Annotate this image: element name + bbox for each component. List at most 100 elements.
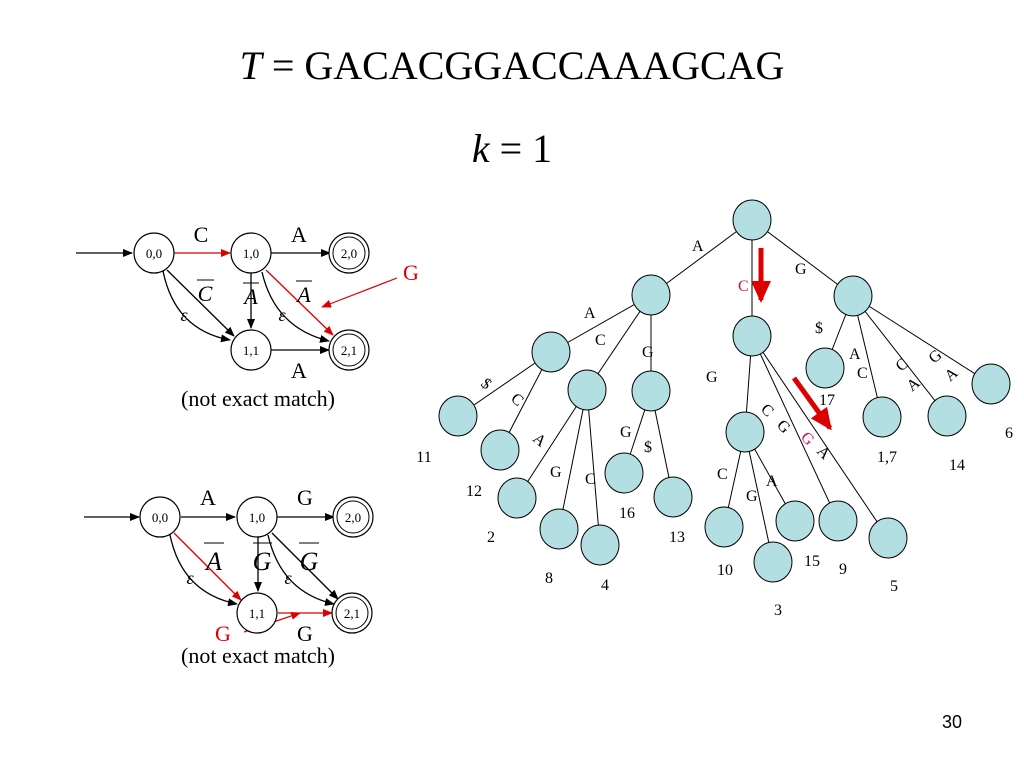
edge-label: A <box>584 305 596 322</box>
tree-leaf <box>971 363 1011 405</box>
edge-label: ε <box>278 305 286 325</box>
tree-node <box>631 274 671 316</box>
edge-label: A <box>766 473 778 490</box>
tree-leaf <box>868 517 908 559</box>
edge-label: G <box>297 485 313 510</box>
tree-leaf <box>580 524 620 566</box>
leaf-label: 12 <box>466 483 482 500</box>
tree-node <box>531 331 571 373</box>
tree-leaf <box>539 508 579 550</box>
tree-leaf <box>480 429 520 471</box>
edge-label: A <box>904 374 924 395</box>
state-label: 0,0 <box>146 246 162 261</box>
edge-label: C <box>717 466 728 483</box>
leaf-label: 14 <box>949 457 965 474</box>
edge-label: A <box>813 443 834 464</box>
pointer-label: G <box>215 621 231 646</box>
edge-label: G <box>297 621 313 646</box>
state-2-0-accept-ring <box>332 236 366 270</box>
edge-label: G <box>706 369 718 386</box>
leaf-label: 6 <box>1005 425 1013 442</box>
tree-node <box>732 315 772 357</box>
pointer-arrow-1 <box>321 277 398 308</box>
edge-abar-red-2 <box>173 532 242 601</box>
state-2-1-accept-ring <box>332 333 366 367</box>
leaf-label: 8 <box>545 570 553 587</box>
tree-nodes <box>438 199 1011 583</box>
tree-leaf <box>805 347 845 389</box>
state-label: 2,1 <box>344 606 360 621</box>
state-0-0 <box>133 232 175 274</box>
state-1-1 <box>230 329 272 371</box>
edge-label: A <box>849 346 861 363</box>
edge-label: G <box>550 464 562 481</box>
edge-label: C <box>194 222 209 247</box>
edge-label: $ <box>815 320 823 337</box>
tree-leaf <box>497 477 537 519</box>
edge-label: A <box>242 284 258 309</box>
tree-leaf <box>862 396 902 438</box>
edge-label: G <box>620 424 632 441</box>
state-2-0 <box>332 496 374 538</box>
edge-label: C <box>595 332 606 349</box>
edge-label: ε <box>180 305 188 325</box>
edge-gbar-2 <box>271 532 339 600</box>
state-label: 2,0 <box>341 246 357 261</box>
state-label: 1,1 <box>243 343 259 358</box>
leaf-label: 10 <box>717 562 733 579</box>
edge-label: A <box>204 547 222 576</box>
state-2-1 <box>328 329 370 371</box>
leaf-label: 9 <box>839 561 847 578</box>
edge-label: A <box>942 364 962 385</box>
state-1-1 <box>236 592 278 634</box>
edge-label: C <box>198 281 213 306</box>
equals-sign: = <box>261 43 305 88</box>
edge-label: G <box>926 346 946 367</box>
leaf-label: 17 <box>819 392 835 409</box>
tree-leaf <box>438 395 478 437</box>
leaf-label: 3 <box>774 602 782 619</box>
leaf-label: 11 <box>416 449 431 466</box>
edge-label: C <box>757 401 777 421</box>
tree-edge-labels: A G C A C G $ A C G C A A G $ C A G C G … <box>477 238 961 505</box>
state-label: 2,1 <box>341 343 357 358</box>
pattern-text: GACACGGACCAAAGCAG <box>304 43 785 88</box>
state-label: 1,0 <box>249 510 265 525</box>
tree-node <box>631 370 671 412</box>
edge-label: A <box>529 430 549 451</box>
tree-node <box>732 199 772 241</box>
state-label: 0,0 <box>152 510 168 525</box>
state-2-0 <box>328 232 370 274</box>
automaton-2: 0,0 1,0 2,0 1,1 2,1 A G A G G ε ε G G (n… <box>84 485 374 668</box>
leaf-label: 4 <box>601 577 609 594</box>
tree-leaf <box>704 506 744 548</box>
k-variable: k <box>471 126 490 171</box>
edge-label: C <box>585 471 596 488</box>
edge-label: G <box>300 547 319 576</box>
leaf-label: 5 <box>890 578 898 595</box>
state-1-0 <box>236 496 278 538</box>
leaf-label: 16 <box>619 505 635 522</box>
tree-leaf <box>818 500 858 542</box>
edge-label: A <box>291 358 307 383</box>
edge-label: C <box>857 365 868 382</box>
state-2-1-accept-ring <box>335 596 369 630</box>
leaf-label: 13 <box>669 529 685 546</box>
edge-label: ε <box>284 568 292 588</box>
leaf-label: 1,7 <box>877 449 897 466</box>
pattern-title: T = GACACGGACCAAAGCAG <box>0 42 1024 89</box>
edge-label: G <box>795 261 807 278</box>
edge-label: A <box>291 222 307 247</box>
state-label: 1,1 <box>249 606 265 621</box>
state-1-0 <box>230 232 272 274</box>
edge-label: G <box>746 488 758 505</box>
tree-leaf <box>653 476 693 518</box>
tree-leaf <box>604 452 644 494</box>
tree-leaf-labels: 11 12 2 8 4 16 13 10 3 15 9 5 17 1,7 14 … <box>416 392 1013 619</box>
automaton-1: 0,0 1,0 2,0 1,1 2,1 C A C A A ε ε A G (n… <box>76 222 419 411</box>
caption: (not exact match) <box>181 643 335 668</box>
state-2-0-accept-ring <box>336 500 370 534</box>
edge-label: C <box>507 390 526 410</box>
highlight-label-c: C <box>738 278 749 295</box>
